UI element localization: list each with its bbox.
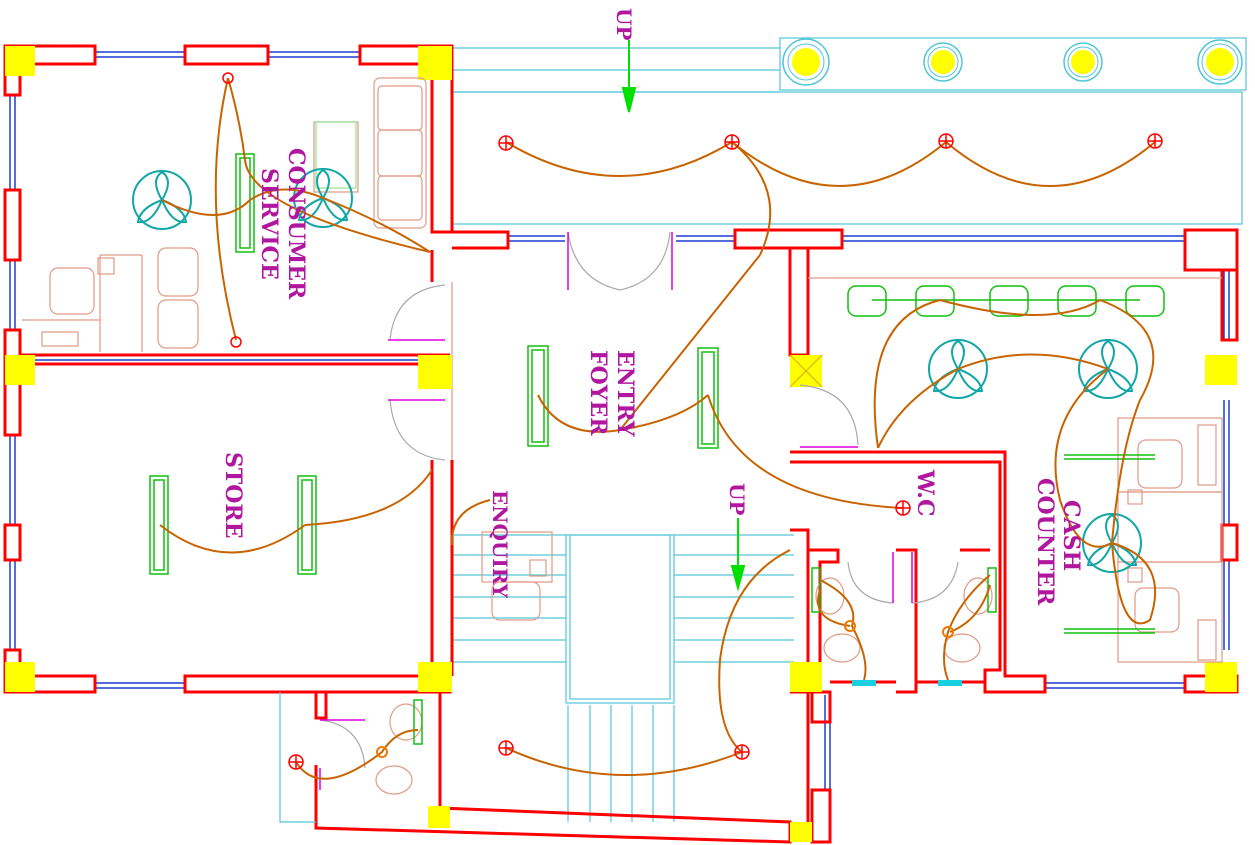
- bulb-8: [288, 754, 304, 770]
- bulb-6: [498, 740, 514, 756]
- doors: [319, 231, 959, 790]
- stair-arrows: [621, 40, 746, 592]
- porch-light-2: [923, 42, 963, 82]
- bulb-3: [938, 133, 954, 149]
- label-counter: COUNTER: [1032, 478, 1058, 606]
- label-store: STORE: [220, 452, 246, 538]
- foyer-outline: [22, 254, 1222, 460]
- porch-light-1: [782, 38, 830, 86]
- point-1: [222, 72, 234, 84]
- walls: [3, 44, 1239, 844]
- label-cash: CASH: [1058, 500, 1084, 571]
- label-entry: ENTRY: [612, 350, 638, 437]
- porch-lights: [782, 38, 1243, 86]
- windows: [9, 51, 1230, 790]
- waiting-chairs: [315, 121, 1165, 317]
- label-foyer: FOYER: [585, 350, 611, 436]
- porch-light-4: [1197, 39, 1243, 85]
- wiring: [159, 77, 1157, 780]
- label-consumer: CONSUMER: [283, 148, 309, 300]
- label-enquiry: ENQUIRY: [488, 490, 512, 599]
- wc-fixtures: [376, 620, 954, 758]
- staircase: [452, 534, 794, 822]
- exhaust-vents: [852, 680, 962, 686]
- fan-3: [928, 339, 988, 399]
- porch-lines: [450, 37, 1247, 225]
- bulb-1: [498, 135, 514, 151]
- light-points: [222, 72, 1163, 770]
- columns: [5, 46, 1237, 842]
- bulb-2: [724, 134, 740, 150]
- fan-5: [1082, 513, 1142, 573]
- ceiling-fans: [132, 168, 1142, 573]
- junction-box-x: [789, 354, 823, 388]
- bulb-5: [895, 500, 911, 516]
- bulb-4: [1147, 133, 1163, 149]
- point-2: [230, 336, 242, 348]
- porch-light-3: [1063, 42, 1103, 82]
- tube-lights: [149, 153, 1155, 745]
- label-wc: W.C: [912, 469, 938, 516]
- label-up-mid: UP: [725, 483, 749, 515]
- toilet-outline: [279, 692, 316, 823]
- room-labels: CONSUMER SERVICE ENTRY FOYER STORE ENQUI…: [220, 8, 1084, 606]
- label-service: SERVICE: [256, 168, 282, 280]
- bulb-7: [734, 744, 750, 760]
- label-up-top: UP: [612, 8, 636, 40]
